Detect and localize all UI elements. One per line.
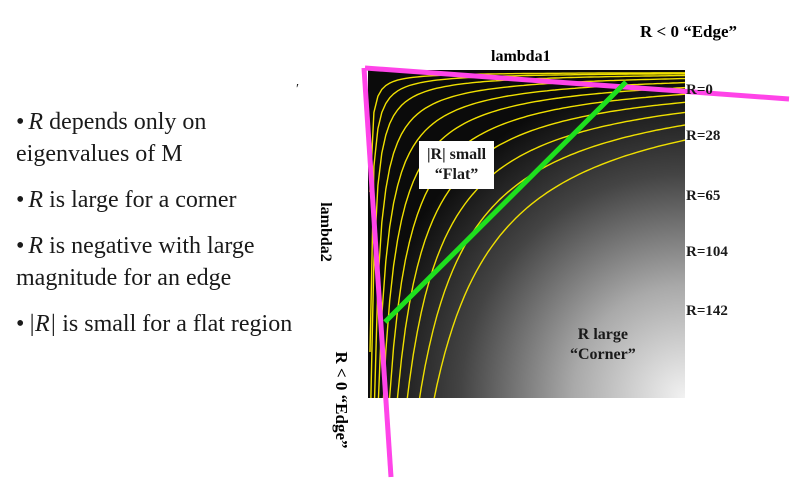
flat-region-line: “Flat” bbox=[434, 166, 479, 183]
lambda2-axis-label: lambda2 bbox=[317, 202, 334, 262]
bullet-list: •R depends only on eigenvalues of M •R i… bbox=[16, 106, 316, 354]
top-edge-label: R < 0 “Edge” bbox=[640, 22, 738, 41]
bullet-item: •R is negative with large magnitude for … bbox=[16, 230, 316, 294]
bullet-marker: • bbox=[16, 109, 25, 135]
contour-line bbox=[396, 101, 685, 398]
bullet-text: is large for a corner bbox=[43, 187, 237, 213]
bullet-variable: |R| bbox=[28, 311, 57, 337]
top-edge-boundary-line bbox=[364, 65, 790, 102]
flat-region-line: |R| small bbox=[427, 146, 487, 163]
bullet-text: is negative with large magnitude for an … bbox=[16, 233, 255, 291]
corner-region-line: R large bbox=[577, 326, 628, 343]
bullet-marker: • bbox=[16, 311, 25, 337]
contour-line bbox=[373, 77, 685, 398]
r-level-label: R=104 bbox=[686, 244, 728, 260]
corner-region-label: R large “Corner” bbox=[562, 321, 644, 369]
left-edge-boundary-line bbox=[361, 67, 394, 478]
contour-line bbox=[377, 81, 685, 398]
contour-line bbox=[369, 72, 685, 193]
contour-line bbox=[406, 111, 685, 398]
flat-region-label: |R| small “Flat” bbox=[419, 141, 495, 189]
r-level-label: R=0 bbox=[686, 82, 713, 98]
bullet-variable: R bbox=[28, 187, 44, 213]
bullet-variable: R bbox=[28, 233, 44, 259]
r-level-label: R=142 bbox=[686, 303, 728, 319]
contour-line bbox=[388, 93, 685, 398]
bullet-item: •|R| is small for a flat region bbox=[16, 308, 316, 340]
bullet-item: •R depends only on eigenvalues of M bbox=[16, 106, 316, 170]
r-level-label: R=65 bbox=[686, 188, 721, 204]
bullet-text: depends only on eigenvalues of M bbox=[16, 109, 207, 167]
r-level-label: R=28 bbox=[686, 128, 721, 144]
flat-threshold-line bbox=[383, 80, 628, 324]
corner-region-line: “Corner” bbox=[570, 346, 636, 363]
heatmap-area bbox=[368, 70, 685, 398]
contour-group bbox=[369, 72, 685, 398]
contour-line bbox=[369, 73, 685, 353]
lambda1-axis-label: lambda1 bbox=[491, 48, 551, 65]
bullet-marker: • bbox=[16, 233, 25, 259]
bullet-text: is small for a flat region bbox=[56, 311, 293, 337]
bullet-variable: R bbox=[28, 109, 44, 135]
bullet-item: •R is large for a corner bbox=[16, 184, 316, 216]
stray-tick-mark: ′ bbox=[296, 82, 300, 97]
bullet-marker: • bbox=[16, 187, 25, 213]
contour-line bbox=[433, 139, 685, 398]
left-edge-label: R < 0 “Edge” bbox=[332, 351, 351, 449]
